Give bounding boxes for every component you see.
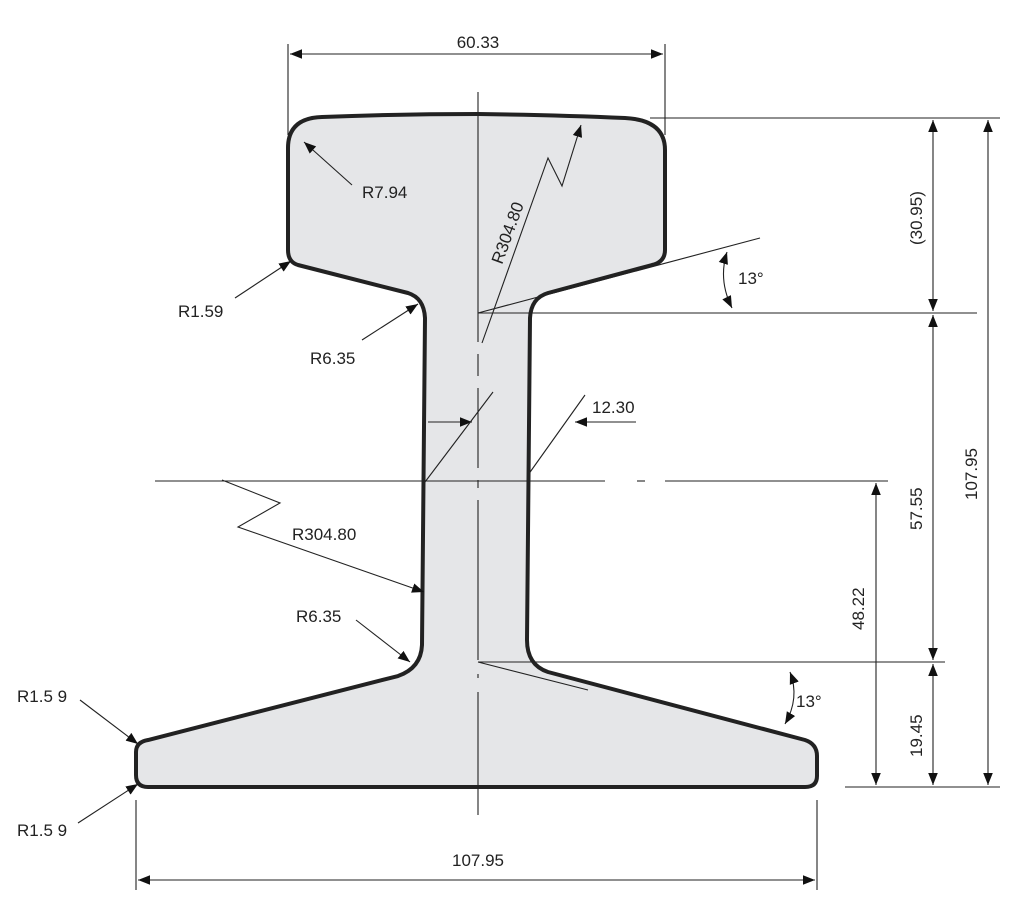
- head-angle-label: 13°: [738, 269, 764, 288]
- r159-head-leader: [234, 260, 292, 299]
- r159-base-bottom-leader: [77, 783, 139, 824]
- base-web-fillet-label: R6.35: [296, 607, 341, 626]
- rail-profile-outline: [134, 112, 819, 789]
- neutral-axis-height-label: 48.22: [849, 587, 868, 630]
- total-height-label: 107.95: [962, 448, 981, 500]
- r794-leader: [303, 141, 353, 186]
- web-radius-label: R304.80: [292, 525, 356, 544]
- web-thickness-slash: [424, 391, 494, 483]
- base-angle-arc: [784, 671, 799, 725]
- r635-head-leader: [361, 303, 419, 341]
- base-width-label: 107.95: [452, 851, 504, 870]
- base-angle-label: 13°: [796, 692, 822, 711]
- head-depth-label: (30.95): [907, 191, 926, 245]
- web-thickness-label: 12.30: [592, 398, 635, 417]
- base-top-radius-label: R1.5 9: [17, 687, 67, 706]
- web-thickness-slash: [527, 394, 586, 476]
- r159-base-top-leader: [79, 699, 139, 745]
- head-width-label: 60.33: [457, 33, 500, 52]
- head-angle-arc: [718, 251, 733, 309]
- web-radius-leader: [221, 479, 425, 593]
- head-angle-line: [477, 237, 761, 314]
- head-web-fillet-label: R6.35: [310, 349, 355, 368]
- base-bottom-radius-label: R1.5 9: [17, 821, 67, 840]
- web-height-label: 57.55: [907, 487, 926, 530]
- head-underside-radius-label: R1.59: [178, 302, 223, 321]
- base-angle-line: [477, 661, 589, 691]
- r635-base-leader: [355, 619, 411, 663]
- head-corner-radius-label: R7.94: [362, 183, 407, 202]
- head-radius-leader: [481, 124, 583, 344]
- base-depth-label: 19.45: [907, 714, 926, 757]
